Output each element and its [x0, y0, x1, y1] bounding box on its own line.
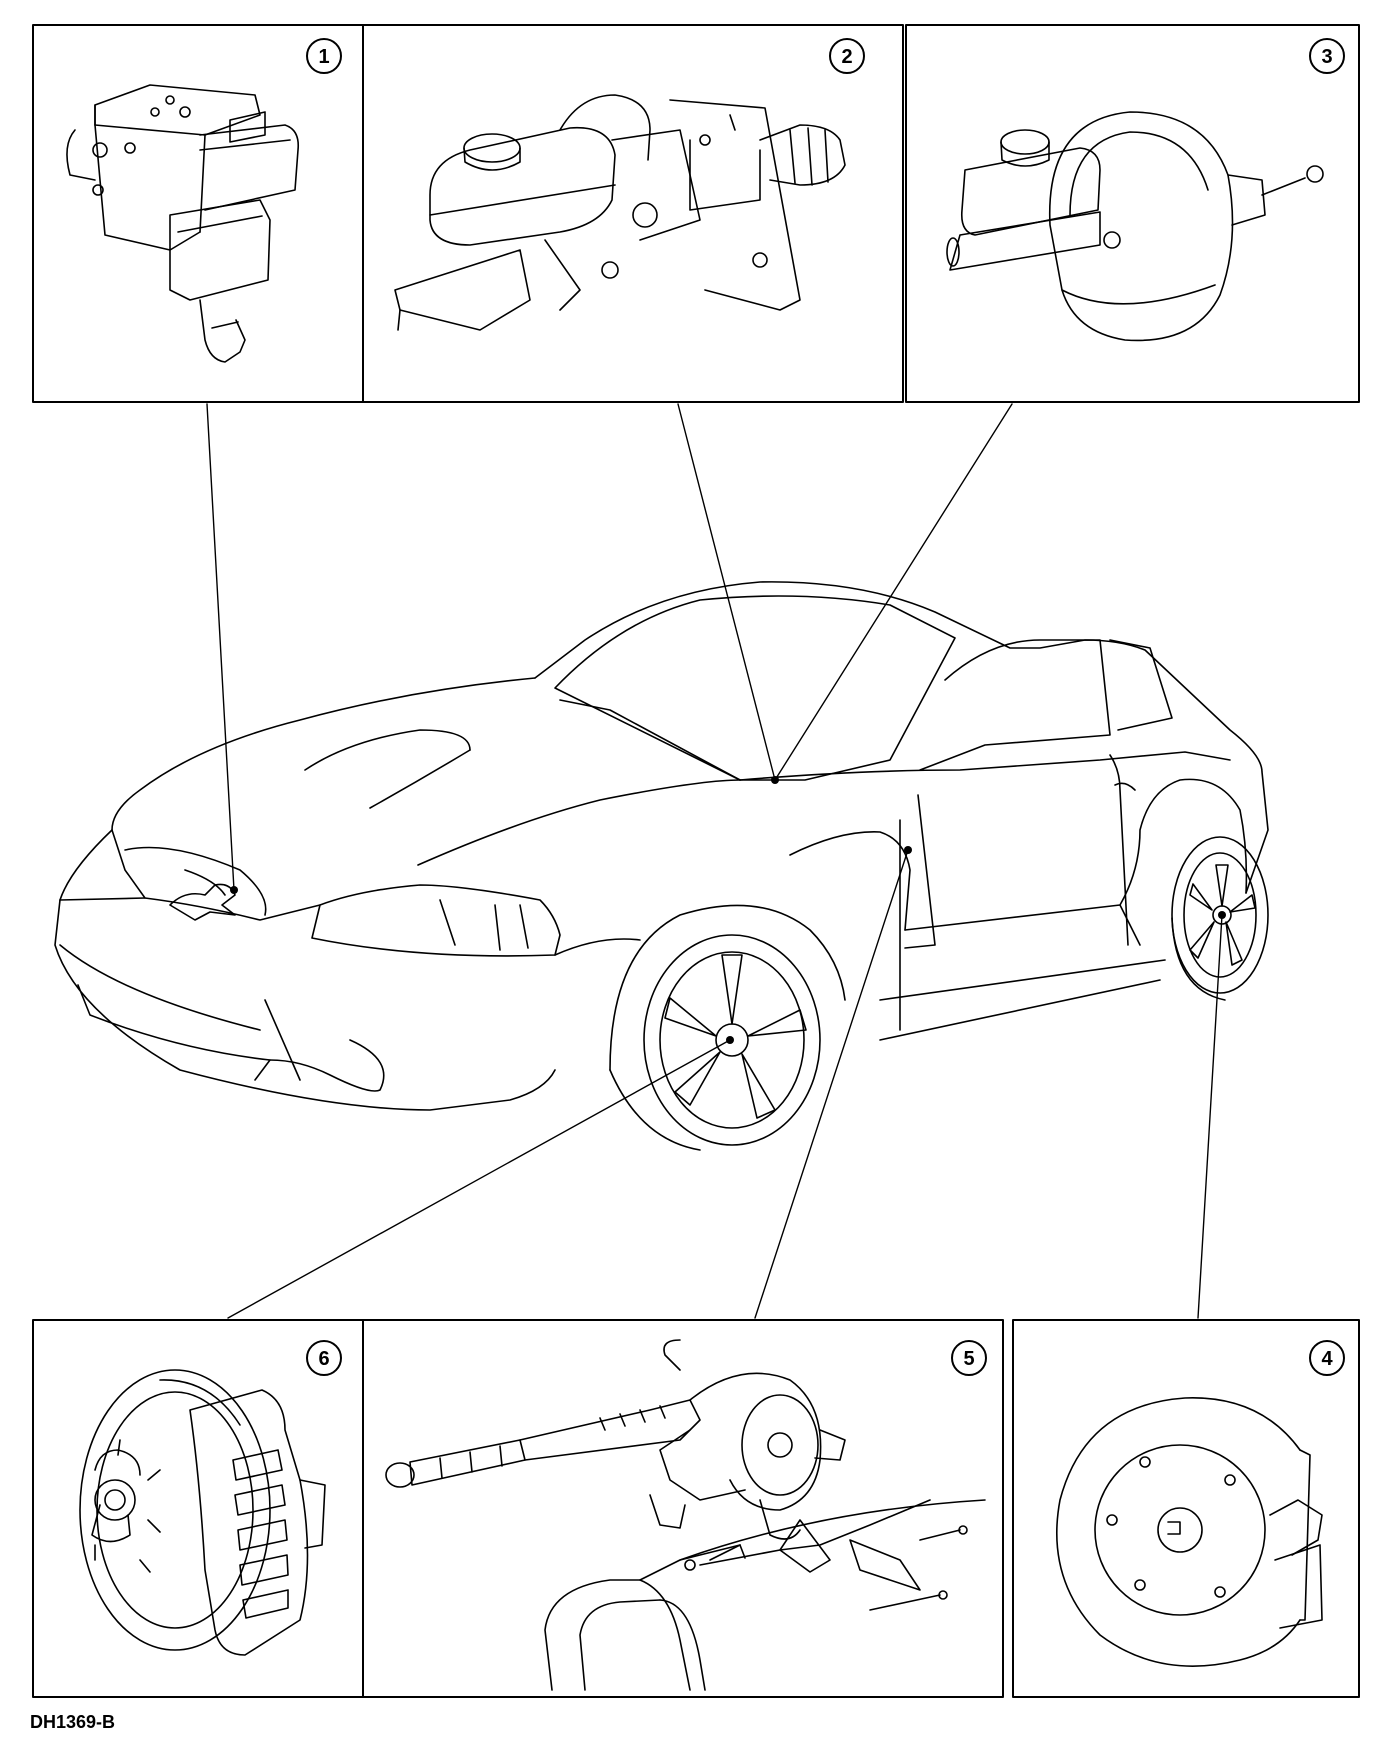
panel-6: [32, 1319, 364, 1698]
panel-5: [362, 1319, 1004, 1698]
abs-module-icon: [66, 84, 300, 363]
leader-points: [230, 776, 1226, 1044]
callout-6: 6: [318, 1348, 329, 1370]
brake-booster-icon: [946, 111, 1324, 342]
callout-4: 4: [1321, 1348, 1333, 1370]
mustang-car-outline: [54, 581, 1269, 1151]
callout-2: 2: [841, 46, 852, 68]
parking-brake-icon: [385, 1339, 986, 1691]
panel-1: [32, 24, 364, 403]
callout-3: 3: [1321, 46, 1332, 68]
leader-lines: [206, 403, 1223, 1319]
front-disc-brake-icon: [79, 1369, 326, 1656]
figure-reference: DH1369-B: [30, 1712, 116, 1732]
master-cylinder-assembly-icon: [394, 94, 846, 331]
panel-4: [1012, 1319, 1360, 1698]
rear-brake-icon: [1056, 1397, 1323, 1667]
callout-5: 5: [963, 1348, 974, 1370]
callout-1: 1: [318, 46, 329, 68]
panel-2: [362, 24, 904, 403]
panel-3: [905, 24, 1360, 403]
